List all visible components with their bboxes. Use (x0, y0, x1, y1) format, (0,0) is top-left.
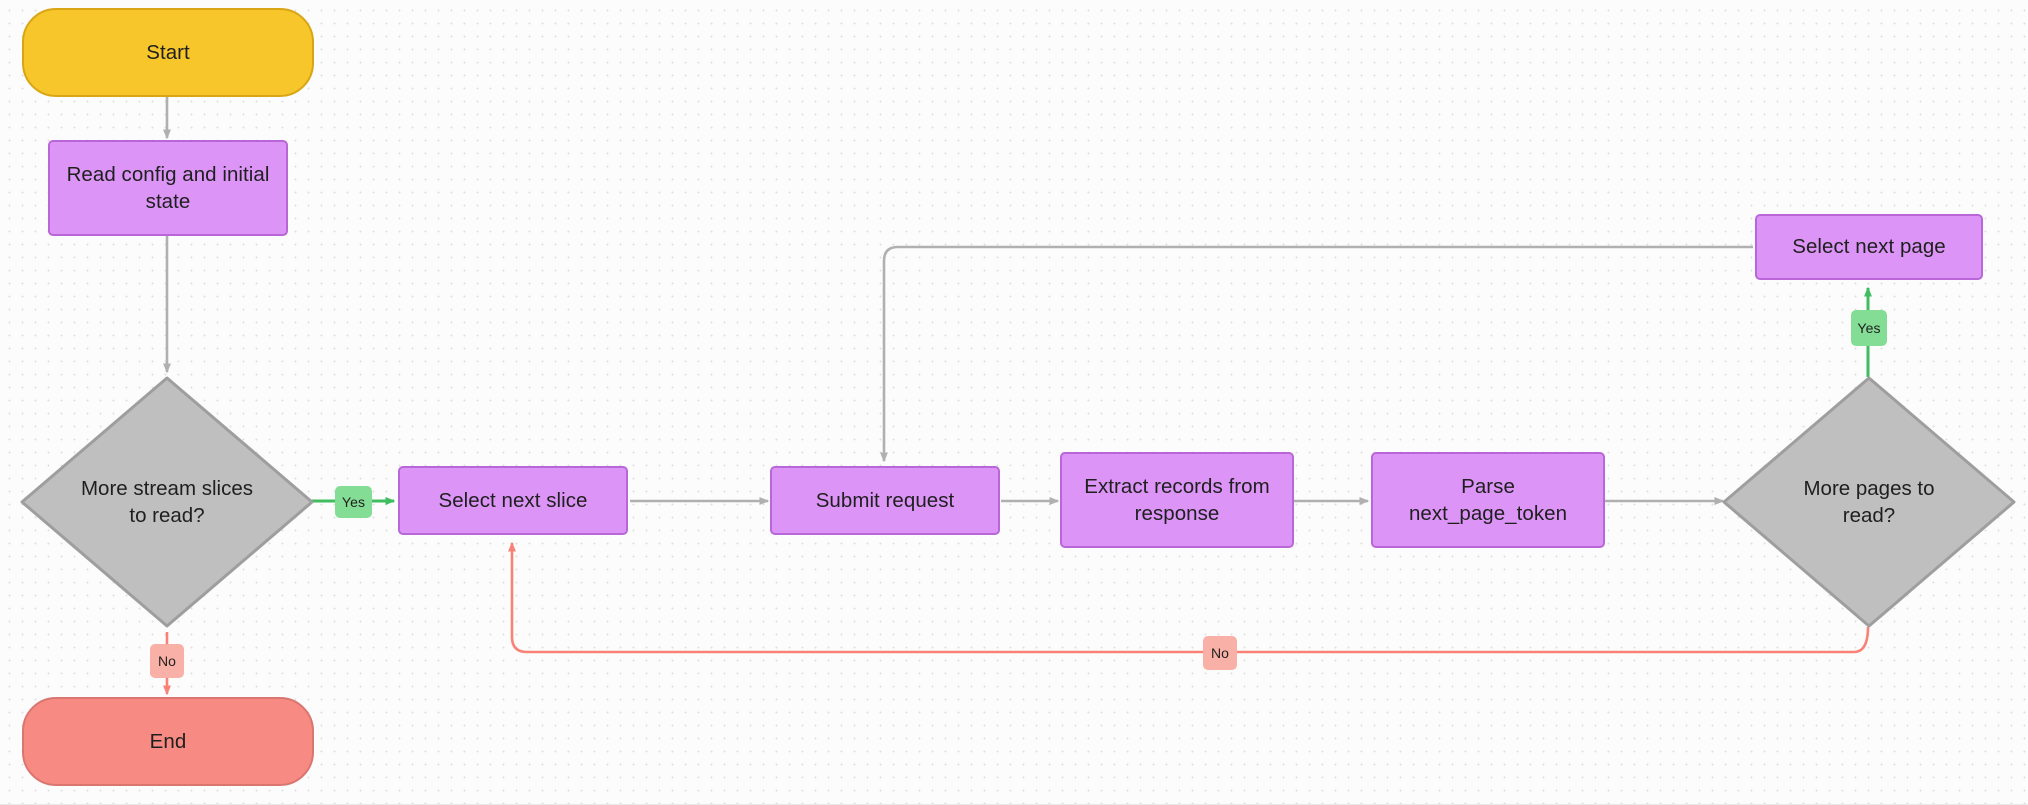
edge-label-slices-no: No (150, 644, 184, 678)
diamond-shape-more-stream-slices (20, 376, 314, 628)
edge-more-pages-no-to-select-slice (508, 541, 1870, 654)
node-read-config[interactable]: Read config and initial state (48, 140, 288, 236)
edge-select-page-to-submit-request (880, 245, 1753, 463)
node-parse-next-page-token-label: Parse next_page_token (1408, 474, 1568, 525)
node-end-label: End (149, 729, 187, 753)
node-start-label: Start (146, 40, 190, 64)
node-more-stream-slices[interactable]: More stream slices to read? (19, 375, 315, 629)
node-submit-request-label: Submit request (815, 488, 955, 512)
edge-label-pages-yes: Yes (1851, 310, 1887, 346)
node-extract-records-label: Extract records from response (1084, 474, 1270, 525)
node-select-next-page[interactable]: Select next page (1755, 214, 1983, 280)
node-select-next-slice[interactable]: Select next slice (398, 466, 628, 535)
node-read-config-label: Read config and initial state (66, 162, 270, 213)
node-extract-records[interactable]: Extract records from response (1060, 452, 1294, 548)
node-end[interactable]: End (22, 697, 314, 786)
node-start[interactable]: Start (22, 8, 314, 97)
node-more-pages[interactable]: More pages to read? (1721, 375, 2017, 629)
edge-label-slices-yes: Yes (335, 486, 372, 518)
node-select-next-slice-label: Select next slice (438, 488, 588, 512)
diamond-shape-more-pages (1722, 376, 2016, 628)
edge-label-pages-no: No (1203, 636, 1237, 670)
node-parse-next-page-token[interactable]: Parse next_page_token (1371, 452, 1605, 548)
node-select-next-page-label: Select next page (1792, 235, 1946, 259)
node-submit-request[interactable]: Submit request (770, 466, 1000, 535)
